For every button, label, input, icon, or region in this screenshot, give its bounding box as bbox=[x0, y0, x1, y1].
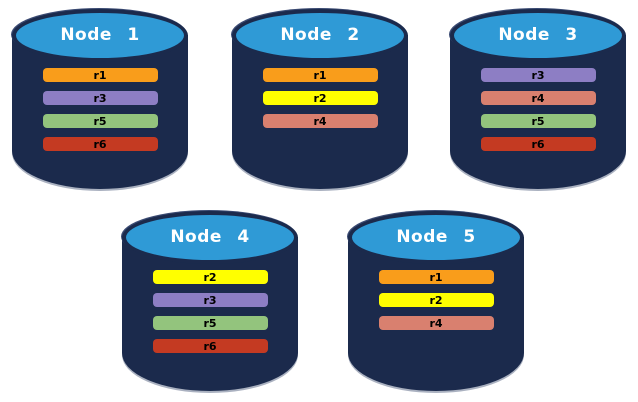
node-label: Node 4 bbox=[170, 226, 250, 247]
replica-bar: r4 bbox=[262, 114, 378, 128]
replica-label: r1 bbox=[313, 68, 327, 82]
replica-bar: r1 bbox=[42, 68, 158, 82]
replica-list: r1 r2 r4 bbox=[348, 270, 524, 330]
replica-label: r5 bbox=[93, 114, 107, 128]
replica-label: r3 bbox=[203, 293, 217, 307]
replica-bar: r2 bbox=[262, 91, 378, 105]
node-label: Node 1 bbox=[60, 24, 140, 45]
replica-bar: r5 bbox=[152, 316, 268, 330]
db-node: Node 4 r2 r3 r5 r6 bbox=[122, 211, 298, 391]
replica-bar: r3 bbox=[152, 293, 268, 307]
replica-label: r5 bbox=[203, 316, 217, 330]
replica-bar: r1 bbox=[262, 68, 378, 82]
replica-label: r1 bbox=[93, 68, 107, 82]
replica-label: r3 bbox=[531, 68, 545, 82]
replica-label: r6 bbox=[203, 339, 217, 353]
node-label: Node 2 bbox=[280, 24, 360, 45]
cylinder-top: Node 1 bbox=[12, 9, 188, 62]
replica-list: r1 r2 r4 bbox=[232, 68, 408, 128]
replica-label: r1 bbox=[429, 270, 443, 284]
node-label: Node 3 bbox=[498, 24, 578, 45]
replica-label: r5 bbox=[531, 114, 545, 128]
replica-bar: r3 bbox=[480, 68, 596, 82]
replica-bar: r6 bbox=[152, 339, 268, 353]
db-node: Node 3 r3 r4 r5 r6 bbox=[450, 9, 626, 189]
db-node: Node 5 r1 r2 r4 bbox=[348, 211, 524, 391]
replica-bar: r5 bbox=[480, 114, 596, 128]
replica-label: r4 bbox=[429, 316, 443, 330]
replica-list: r3 r4 r5 r6 bbox=[450, 68, 626, 151]
replica-list: r2 r3 r5 r6 bbox=[122, 270, 298, 353]
replica-bar: r5 bbox=[42, 114, 158, 128]
node-label: Node 5 bbox=[396, 226, 476, 247]
replica-bar: r2 bbox=[378, 293, 494, 307]
db-node: Node 2 r1 r2 r4 bbox=[232, 9, 408, 189]
replica-bar: r3 bbox=[42, 91, 158, 105]
replica-label: r6 bbox=[531, 137, 545, 151]
cylinder-top: Node 5 bbox=[348, 211, 524, 264]
replica-bar: r4 bbox=[378, 316, 494, 330]
replica-bar: r1 bbox=[378, 270, 494, 284]
replica-bar: r4 bbox=[480, 91, 596, 105]
cylinder-top: Node 2 bbox=[232, 9, 408, 62]
replica-label: r2 bbox=[313, 91, 327, 105]
replica-bar: r6 bbox=[42, 137, 158, 151]
replica-label: r2 bbox=[203, 270, 217, 284]
replica-label: r3 bbox=[93, 91, 107, 105]
db-node: Node 1 r1 r3 r5 r6 bbox=[12, 9, 188, 189]
replica-label: r4 bbox=[531, 91, 545, 105]
cylinder-top: Node 4 bbox=[122, 211, 298, 264]
replica-label: r2 bbox=[429, 293, 443, 307]
replica-label: r4 bbox=[313, 114, 327, 128]
replica-bar: r2 bbox=[152, 270, 268, 284]
replica-bar: r6 bbox=[480, 137, 596, 151]
replica-label: r6 bbox=[93, 137, 107, 151]
replica-list: r1 r3 r5 r6 bbox=[12, 68, 188, 151]
cylinder-top: Node 3 bbox=[450, 9, 626, 62]
